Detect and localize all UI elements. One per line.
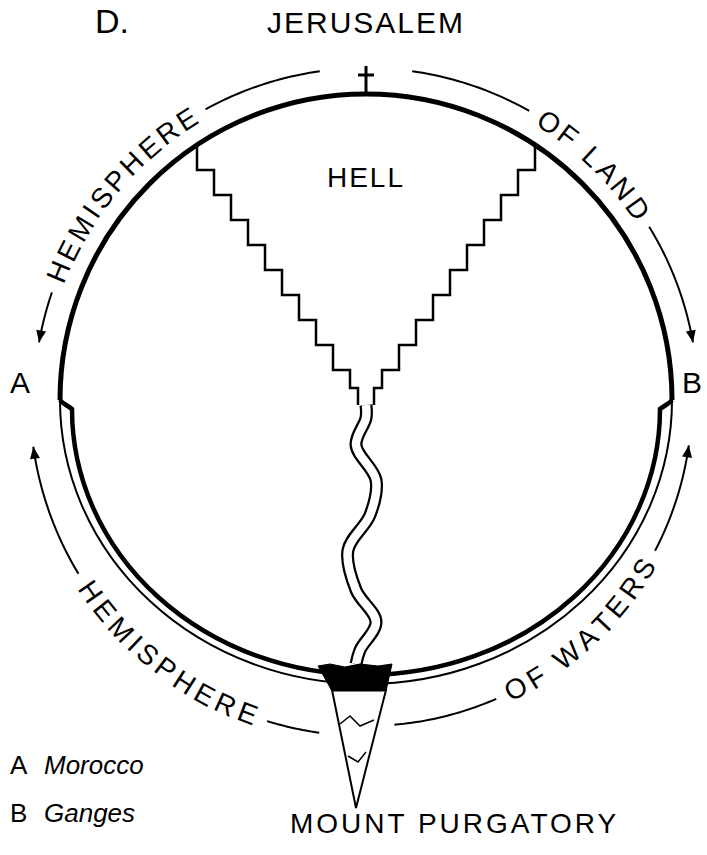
arc-letter: E (233, 698, 260, 731)
passage-wall (347, 405, 376, 664)
hell-funnel: HELL (180, 130, 552, 405)
land-surface (60, 94, 672, 400)
point-letter: B (682, 368, 702, 398)
key-text: Ganges (44, 800, 135, 826)
mountain-top (318, 664, 392, 691)
place-name: JERUSALEM (267, 8, 465, 38)
extent-line (206, 71, 320, 109)
hemisphere-label: HEMISPHERE (74, 576, 263, 730)
extent-line (412, 71, 529, 111)
key-letter: A (10, 752, 27, 778)
text-holder: HELL (180, 130, 552, 192)
extent-arrowhead (30, 447, 40, 460)
mount-purgatory: MOUNT PURGATORY (270, 664, 690, 850)
extent-arrowhead (686, 330, 696, 343)
text-holder: MOUNT PURGATORY (270, 664, 690, 838)
key-text: Morocco (44, 752, 144, 778)
underground-passage (347, 405, 376, 664)
extent-arrowhead (682, 445, 692, 458)
extent-line (33, 447, 78, 574)
passage-inside (347, 405, 376, 664)
region-name: MOUNT PURGATORY (290, 810, 619, 838)
sea-floor (60, 400, 672, 675)
extent-line (267, 721, 319, 733)
key-letter: B (10, 800, 27, 826)
extent-line (655, 445, 689, 550)
mountain-terrace (340, 716, 374, 762)
extent-line (394, 699, 496, 725)
extent-line (649, 227, 693, 343)
region-name: HELL (327, 164, 405, 192)
hemisphere-label: HEMISPHERE (44, 104, 204, 288)
hemisphere-label: OF LAND (532, 107, 653, 225)
extent-arrowhead (36, 330, 46, 343)
figure-letter: D. (95, 4, 129, 38)
mountain-outline (332, 690, 386, 808)
point-letter: A (10, 368, 30, 398)
hemisphere-label: OF WATERS (500, 553, 660, 705)
water-surface (60, 400, 672, 684)
